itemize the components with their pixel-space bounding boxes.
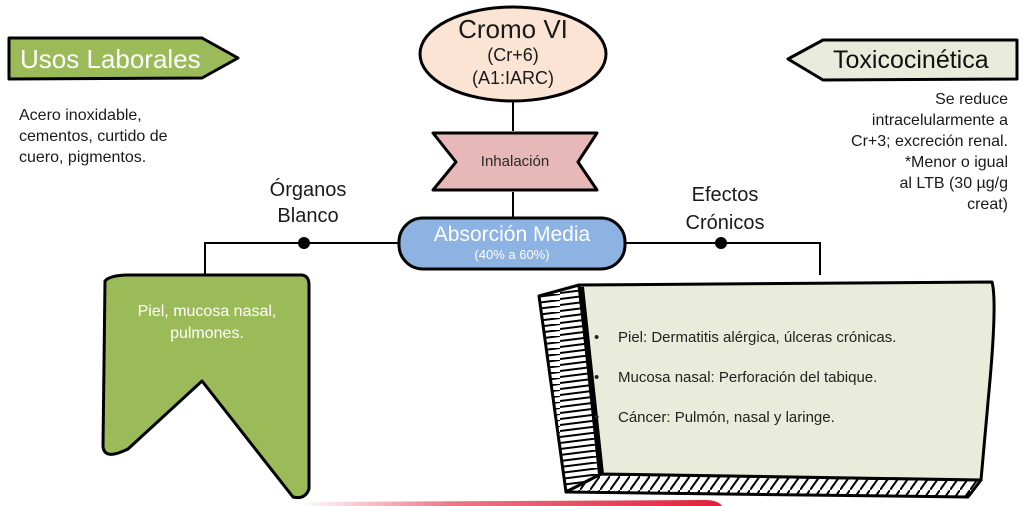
usos-laborales-description: Acero inoxidable, cementos, curtido de c… [19,105,168,168]
bullet-icon: • [594,329,600,346]
organos-blanco-label: Órganos Blanco [248,177,368,229]
usos-laborales-line: Acero inoxidable, [19,107,142,124]
bottom-red-bar [300,500,722,506]
connector-dot-efectos [715,237,727,249]
organos-blanco-label-line: Órganos [269,179,347,201]
efectos-box-edge [578,286,604,475]
usos-laborales-title: Usos Laborales [20,44,201,74]
toxicocinetica-description: Se reduce intracelularmente a Cr+3; excr… [788,89,1008,215]
usos-laborales-line: cuero, pigmentos. [19,149,147,166]
organos-blanco-box-text: Piel, mucosa nasal, pulmones. [106,301,308,345]
organos-ribbon-shape [101,273,311,500]
cromo-classification: (A1:IARC) [471,68,554,88]
connector-organos [204,242,398,275]
absorcion-title: Absorción Media [433,223,591,246]
toxicocinetica-line: Se reduce [935,91,1008,108]
efectos-cronicos-label-line: Crónicos [685,212,765,234]
toxicocinetica-line: Cr+3; excreción renal. [851,133,1008,150]
cromo-node: Cromo VI (Cr+6) (A1:IARC) [420,14,606,90]
organos-blanco-box-line: Piel, mucosa nasal, [137,303,277,320]
absorcion-node: Absorción Media (40% a 60%) [399,222,625,263]
organos-blanco-box-line: pulmones. [170,325,244,342]
absorcion-subtitle: (40% a 60%) [474,247,550,262]
usos-laborales-arrow-shape [7,36,240,81]
organos-blanco-label-line: Blanco [277,205,339,227]
efectos-cronicos-label-line: Efectos [691,184,759,206]
efectos-cronicos-label: Efectos Crónicos [665,181,785,237]
bullet-icon: • [594,409,600,426]
bullet-icon: • [594,369,600,386]
cromo-formula: (Cr+6) [487,45,539,65]
usos-laborales-line: cementos, curtido de [19,128,168,145]
efectos-cronicos-item-text: Cáncer: Pulmón, nasal y laringe. [618,409,835,426]
inhalacion-label: Inhalación [480,153,550,170]
toxicocinetica-line: intracelularmente a [871,112,1008,129]
cromo-title: Cromo VI [458,14,568,44]
connector-efectos [625,242,821,275]
toxicocinetica-line: *Menor o igual [904,154,1008,171]
efectos-cronicos-item-text: Piel: Dermatitis alérgica, úlceras cróni… [618,329,897,346]
efectos-box-face [577,280,996,482]
toxicocinetica-line: creat) [967,196,1008,213]
toxicocinetica-arrow-shape [786,38,1019,82]
absorcion-pill-shape [397,216,627,271]
connector-dot-organos [298,237,310,249]
efectos-cronicos-item-text: Mucosa nasal: Perforación del tabique. [618,369,878,386]
cromo-ellipse [418,5,608,103]
toxicocinetica-line: al LTB (30 µg/g [899,175,1008,192]
toxicocinetica-title: Toxicocinética [833,46,989,74]
inhalacion-banner-shape [431,131,599,192]
